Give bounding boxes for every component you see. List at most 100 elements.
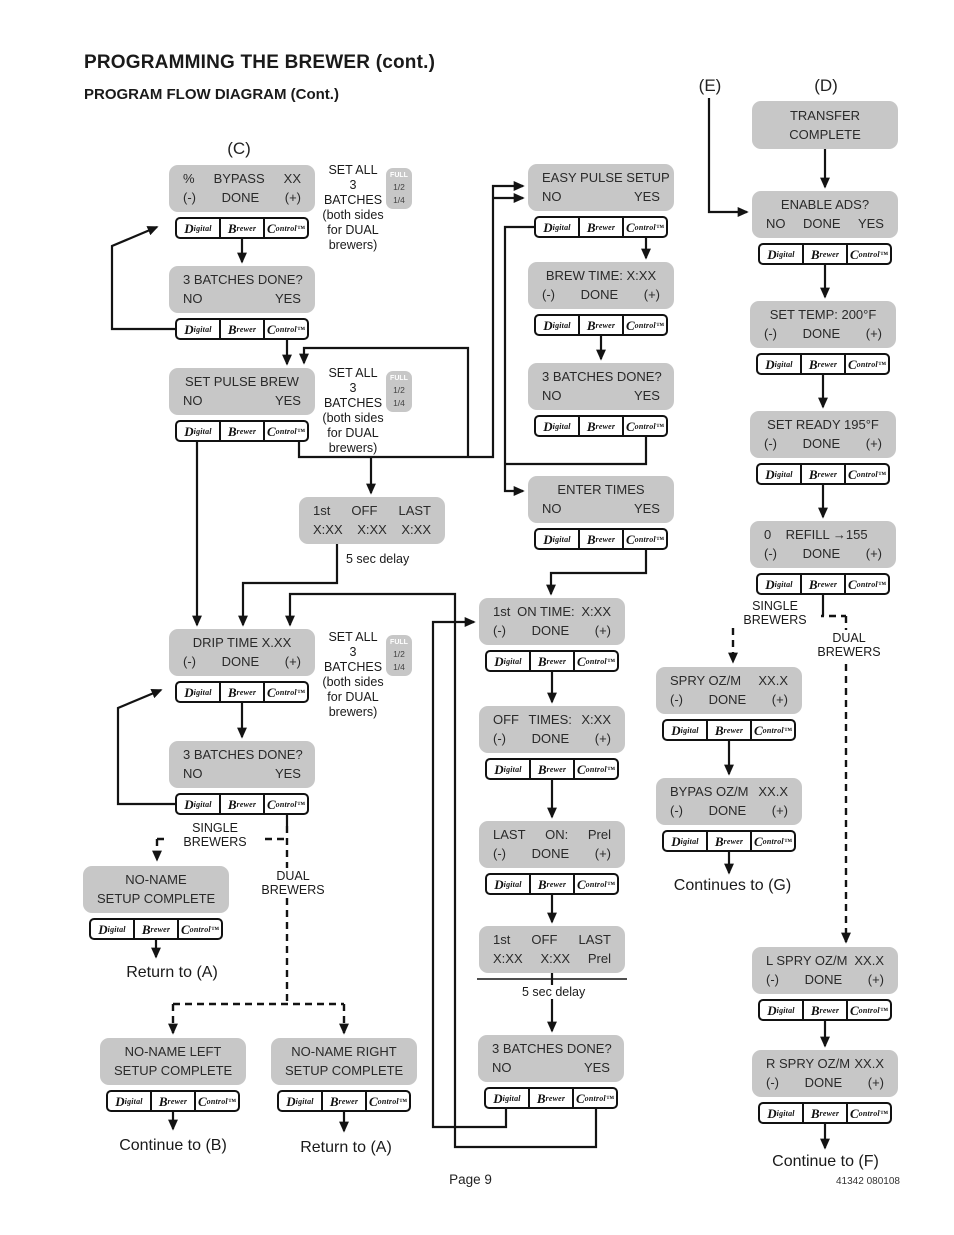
lcd-text: 3 BATCHES DONE? [183,272,303,287]
lcd-drip-time: DRIP TIME X.XX (-)DONE(+) [169,629,315,676]
lcd-text: (+) [867,972,884,987]
single-brewers-label: SINGLE BREWERS [168,820,262,850]
note-line: for DUAL [327,223,379,237]
note-line: brewers) [328,705,378,719]
lcd-text: DONE [804,1075,843,1090]
lcd-text: XX.X [854,1056,884,1071]
lcd-text: 1st [313,503,331,518]
lcd-text: X:XX [540,951,571,966]
lcd-text: NO-NAME LEFT [124,1044,222,1059]
lcd-text: % [183,171,195,186]
lcd-text: NO [542,501,562,516]
lcd-text: (-) [766,1075,779,1090]
lcd-text: NO-NAME RIGHT [291,1044,397,1059]
batch-size-badge: FULL 1/2 1/4 [386,635,412,676]
lcd-text: X:XX [401,522,431,537]
set-all-note: SET ALL 3 BATCHES (both sides for DUAL b… [320,366,386,456]
lcd-text: NO-NAME [125,872,187,887]
lcd-text: R SPRY OZ/M [766,1056,851,1071]
lcd-text: DONE [804,972,843,987]
lcd-text: COMPLETE [789,126,861,142]
lcd-text: SETUP COMPLETE [97,891,216,906]
lcd-text: 1st [493,604,511,619]
lcd-no-name-right-setup-complete: NO-NAME RIGHT SETUP COMPLETE [271,1038,417,1085]
lcd-text: YES [633,189,660,204]
document-code: 41342 080108 [836,1176,900,1187]
lcd-text: (+) [643,287,660,302]
lcd-text: (+) [865,546,882,561]
set-all-note: SET ALL 3 BATCHES (both sides for DUAL b… [320,163,386,253]
note-line: 3 BATCHES [323,381,383,410]
lcd-text: SETUP COMPLETE [114,1063,233,1078]
lcd-text: DONE [221,190,260,205]
lcd-text: X:XX [581,712,611,727]
lcd-text: YES [274,393,301,408]
lcd-text: OFF [351,503,378,518]
lcd-text: (+) [594,846,611,861]
batch-size-badge: FULL 1/2 1/4 [386,168,412,209]
note-line: brewers) [328,238,378,252]
lcd-text: X:XX [581,604,611,619]
lcd-text: DONE [802,216,841,231]
lcd-text: DONE [802,546,841,561]
lcd-text: DONE [531,623,570,638]
badge-quarter: 1/4 [393,398,405,408]
lcd-text: TIMES: [528,712,572,727]
lcd-text: YES [274,291,301,306]
lcd-text: Prel [587,827,611,842]
lcd-text: X:XX [493,951,523,966]
lcd-text: NO [766,216,786,231]
lcd-text: (-) [670,803,683,818]
lcd-text: (-) [764,326,777,341]
lcd-text: 3 BATCHES DONE? [492,1041,612,1056]
note-line: (both sides [322,411,384,425]
batch-size-badge: FULL 1/2 1/4 [386,371,412,412]
lcd-set-ready: SET READY 195°F (-)DONE(+) [750,411,896,458]
lcd-text: REFILL →155 [785,527,868,542]
continues-to-g-label: Continues to (G) [673,877,792,894]
badge-quarter: 1/4 [393,195,405,205]
lcd-text: (-) [493,731,506,746]
page-title: PROGRAMMING THE BREWER (cont.) [84,52,436,73]
lcd-text: ENABLE ADS? [780,197,870,212]
